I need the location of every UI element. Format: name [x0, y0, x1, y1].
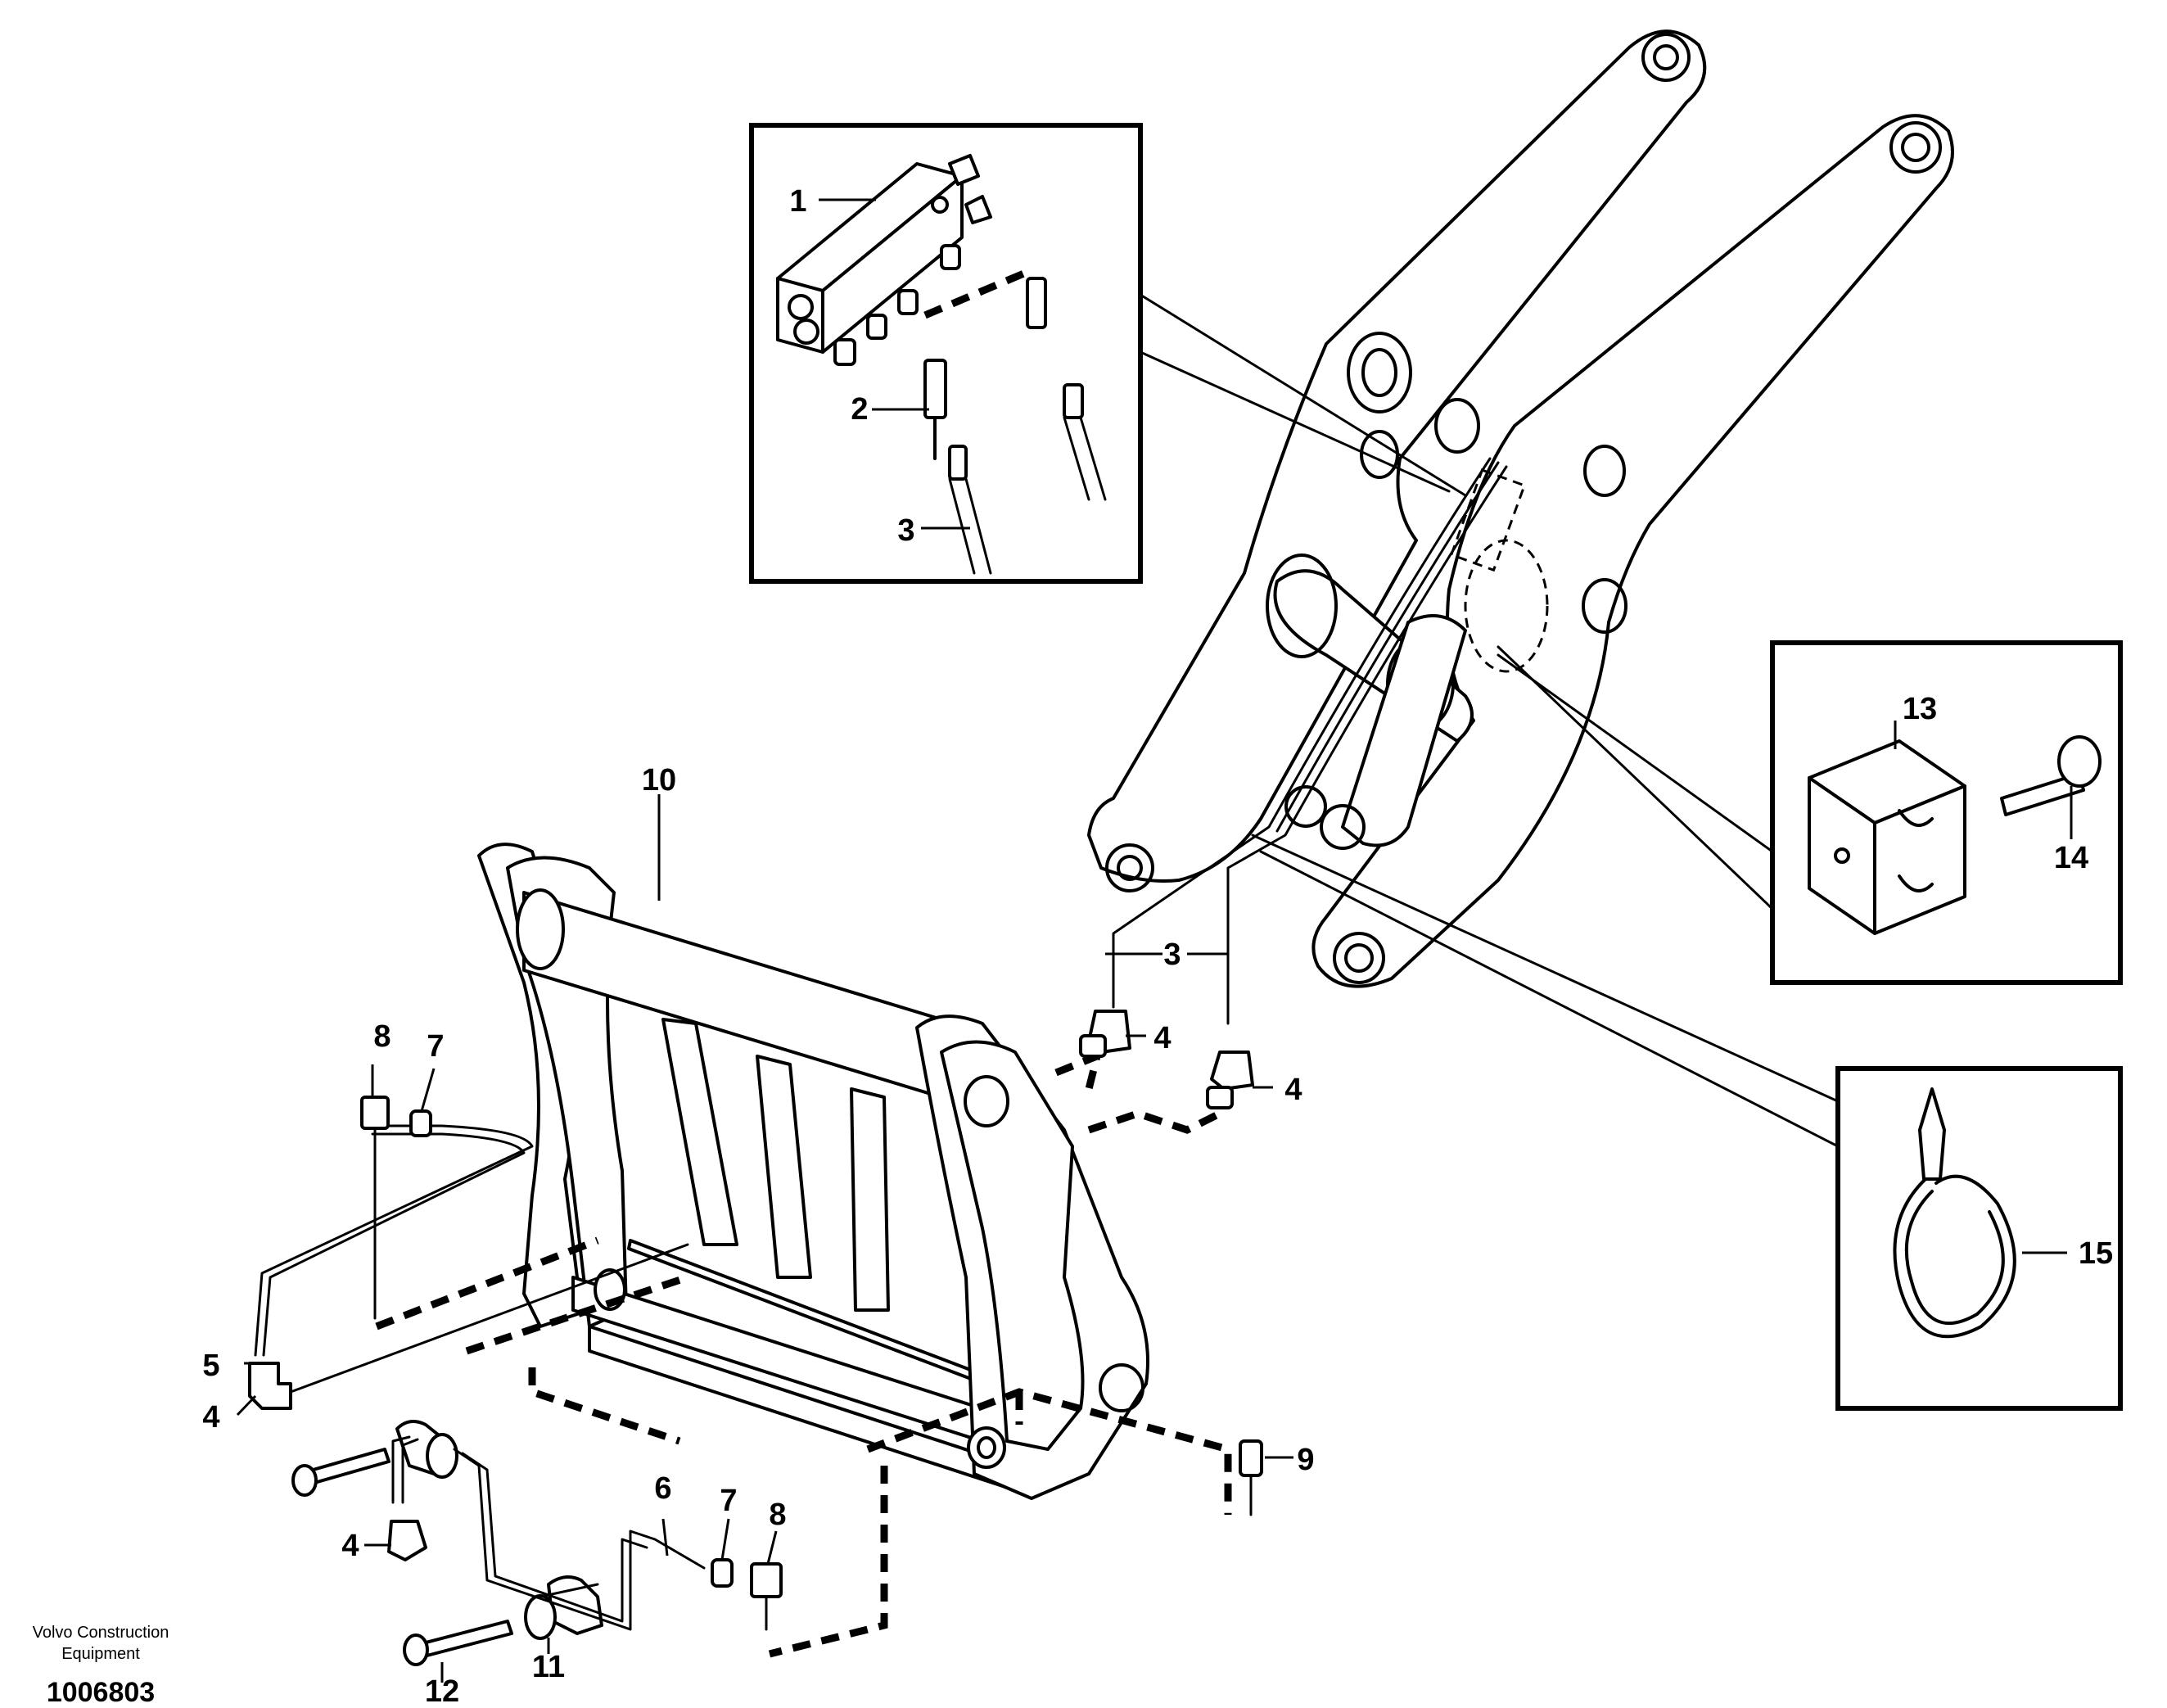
callout-3: 3: [897, 513, 914, 548]
inset-cable-tie: [1251, 834, 2123, 1411]
callout-7-upper: 7: [427, 1029, 444, 1064]
callout-2: 2: [851, 392, 868, 427]
callout-13: 13: [1903, 692, 1937, 726]
quick-coupler-frame: [477, 843, 1149, 1500]
callout-8-upper: 8: [373, 1019, 391, 1054]
callout-15: 15: [2079, 1236, 2113, 1271]
callouts: 1 2 3 10 3 4 4 13 14 15 9 8 7 5 4 4 6 7 …: [202, 184, 2113, 1708]
figure-number: 1006803: [47, 1677, 155, 1708]
callout-6: 6: [654, 1471, 671, 1506]
footer: Volvo Construction Equipment 1006803: [33, 1624, 169, 1708]
callout-3-arm: 3: [1163, 938, 1181, 972]
leader-lines: [236, 198, 2073, 1683]
callout-7-lower: 7: [720, 1484, 737, 1518]
callout-5: 5: [202, 1349, 219, 1383]
lubrication-pipes: [248, 1010, 1263, 1516]
callout-4-left: 4: [202, 1400, 219, 1435]
lower-hardware: [291, 1420, 783, 1666]
callout-11: 11: [532, 1650, 565, 1684]
callout-8-lower: 8: [769, 1498, 786, 1532]
callout-9: 9: [1297, 1443, 1314, 1477]
callout-14: 14: [2054, 841, 2088, 875]
lift-arm-assembly: [1087, 29, 1954, 1025]
brand-line-2: Equipment: [61, 1645, 140, 1663]
inset-distribution-block: [749, 123, 1467, 584]
callout-4-upper-right: 4: [1284, 1073, 1302, 1107]
callout-12: 12: [425, 1674, 459, 1708]
callout-10: 10: [642, 763, 676, 798]
inset-clamp: [1497, 640, 2123, 985]
callout-4-lower: 4: [341, 1529, 359, 1563]
callout-1: 1: [789, 184, 806, 219]
callout-4-upper-left: 4: [1153, 1021, 1171, 1055]
brand-line-1: Volvo Construction: [33, 1624, 169, 1642]
